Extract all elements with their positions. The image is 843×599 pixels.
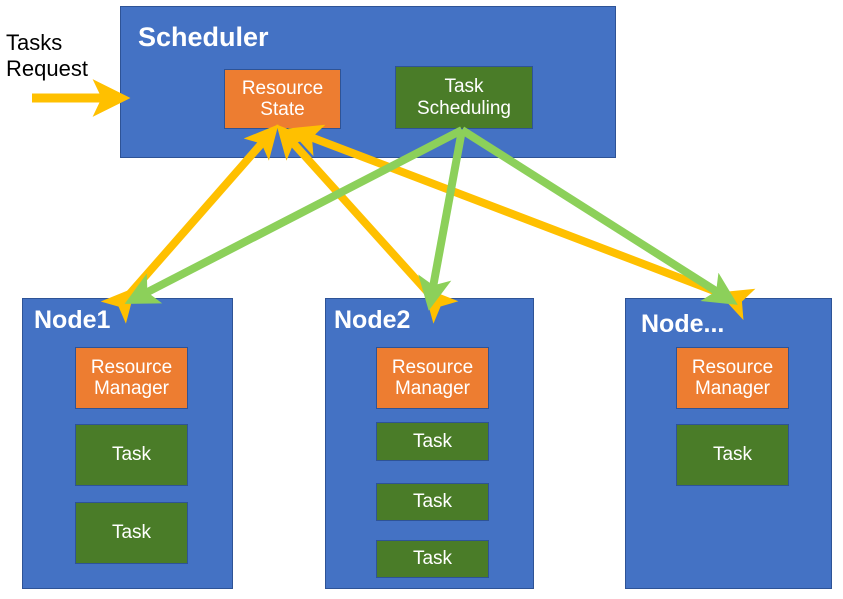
node2-resource-manager[interactable]: Resource Manager: [376, 347, 489, 409]
node3-resource-manager[interactable]: Resource Manager: [676, 347, 789, 409]
node2-task-2[interactable]: Task: [376, 483, 489, 521]
node1-resource-uplink-arrow: [100, 124, 279, 324]
tasks-request-label: Tasks Request: [6, 30, 88, 81]
node2-task-3[interactable]: Task: [376, 540, 489, 578]
scheduler-title: Scheduler: [138, 22, 269, 52]
resource-state-box[interactable]: Resource State: [224, 69, 341, 129]
node3-title: Node...: [641, 310, 725, 338]
task-scheduling-box[interactable]: Task Scheduling: [395, 66, 533, 129]
node2-resource-uplink-arrow: [276, 124, 459, 324]
node3-task-1[interactable]: Task: [676, 424, 789, 486]
node1-task-1[interactable]: Task: [75, 424, 188, 486]
node2-task-1[interactable]: Task: [376, 422, 489, 461]
node2-title: Node2: [334, 306, 411, 334]
node1-resource-manager[interactable]: Resource Manager: [75, 347, 188, 409]
node1-task-2[interactable]: Task: [75, 502, 188, 564]
node1-title: Node1: [34, 306, 111, 334]
